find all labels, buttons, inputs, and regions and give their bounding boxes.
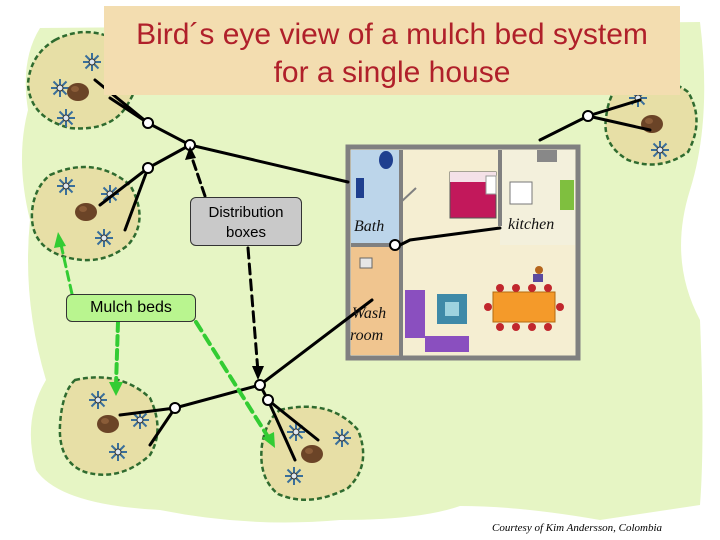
pipe-main bbox=[93, 78, 350, 184]
distribution-box bbox=[142, 117, 154, 129]
bath-label: Bath bbox=[354, 218, 385, 235]
distribution-box bbox=[262, 394, 274, 406]
distribution-boxes-callout: Distribution boxes bbox=[190, 197, 302, 246]
leader-mulch-up bbox=[58, 238, 74, 296]
plant-icon bbox=[82, 52, 102, 72]
wash-room-label-line-2: room bbox=[350, 327, 384, 344]
plant-icon bbox=[50, 78, 70, 98]
plant-icon bbox=[650, 140, 670, 160]
wash-room-label-line-1: Wash bbox=[352, 305, 387, 322]
house-floor-plan bbox=[345, 144, 581, 361]
pipe-left-branch bbox=[123, 166, 150, 232]
leader-distribution-up bbox=[188, 150, 207, 198]
tree-stump-icon bbox=[301, 445, 323, 463]
mulch-beds-callout: Mulch beds bbox=[66, 294, 196, 322]
title-line-2: for a single house bbox=[273, 56, 511, 89]
leader-mulch-diagonal bbox=[194, 320, 272, 442]
distribution-box bbox=[254, 379, 266, 391]
plant-icon bbox=[56, 108, 76, 128]
tree-stump-icon bbox=[97, 415, 119, 433]
pipe-wash-room bbox=[258, 298, 374, 387]
plant-icon bbox=[108, 442, 128, 462]
pipe-top-left-branch bbox=[108, 96, 150, 125]
plant-icon bbox=[56, 176, 76, 196]
pipe-bottom-center-branch bbox=[266, 398, 320, 442]
pipe-kitchen bbox=[398, 226, 502, 247]
title-line-1: Bird´s eye view of a mulch bed system bbox=[136, 18, 648, 51]
plant-icon bbox=[284, 466, 304, 486]
plant-icon bbox=[88, 390, 108, 410]
title-banner: Bird´s eye view of a mulch bed system fo… bbox=[104, 6, 680, 95]
image-credit: Courtesy of Kim Andersson, Colombia bbox=[492, 522, 663, 534]
pipe-bottom-left-branch bbox=[148, 406, 177, 447]
plant-icon bbox=[94, 228, 114, 248]
sofa bbox=[405, 290, 425, 338]
dining-table bbox=[492, 291, 556, 323]
wash-room bbox=[351, 246, 401, 355]
distribution-box bbox=[169, 402, 181, 414]
plant-icon bbox=[332, 428, 352, 448]
pipe-top-right-branch bbox=[586, 114, 652, 132]
distribution-box bbox=[389, 239, 401, 251]
leader-mulch-down bbox=[114, 320, 120, 387]
leader-distribution-down bbox=[246, 246, 260, 374]
tree-stump-icon bbox=[67, 83, 89, 101]
distribution-box bbox=[582, 110, 594, 122]
kitchen-label: kitchen bbox=[508, 216, 555, 233]
tree-stump-icon bbox=[75, 203, 97, 221]
distribution-box bbox=[142, 162, 154, 174]
tree-stump-icon bbox=[641, 115, 663, 133]
